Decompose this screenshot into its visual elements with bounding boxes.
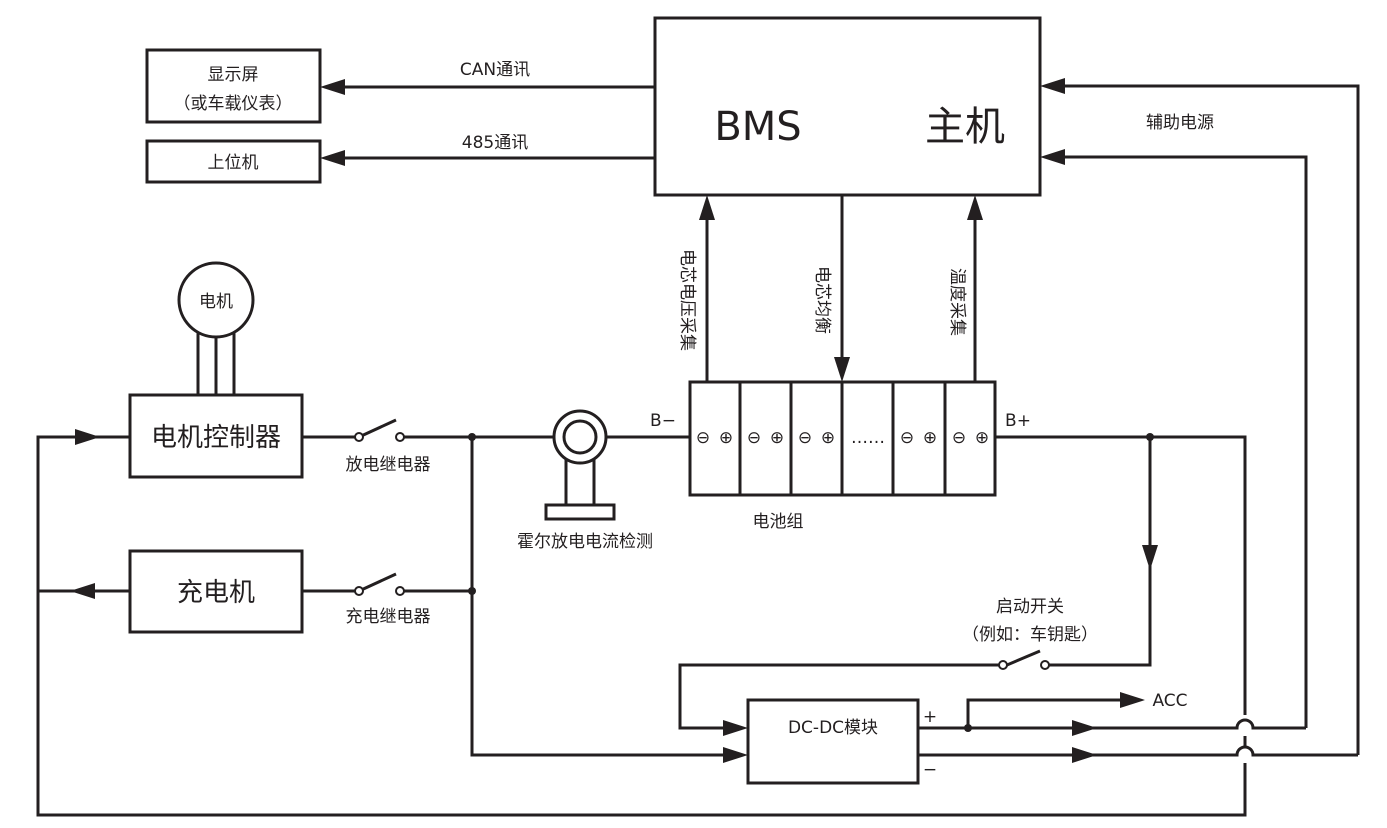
b-plus-label: B+ (1005, 411, 1031, 431)
aux-power-label: 辅助电源 (1146, 113, 1214, 133)
cells-ellipsis: …… (851, 428, 885, 448)
rs485-link: 485通讯 (320, 133, 655, 166)
display-box: 显示屏 （或车载仪表） (145, 48, 322, 124)
battery-pack: ⊖ ⊕ ⊖ ⊕ ⊖ ⊕ …… ⊖ ⊕ ⊖ ⊕ B− B+ 电池组 (650, 380, 1031, 532)
motor-controller-box: 电机控制器 (128, 393, 304, 479)
cell-2-positive: ⊕ (770, 428, 784, 448)
bms-label: BMS (714, 104, 801, 150)
cell-1-negative: ⊖ (696, 428, 710, 448)
hall-sensor: 霍尔放电电流检测 (517, 409, 653, 552)
start-switch-example: （例如：车钥匙） (962, 625, 1098, 645)
start-switch-label: 启动开关 (996, 597, 1064, 617)
hall-sensor-label: 霍尔放电电流检测 (517, 532, 653, 552)
charger-label: 充电机 (177, 578, 255, 608)
cell-6-positive: ⊕ (975, 428, 989, 448)
charger-box: 充电机 (128, 549, 304, 634)
discharge-relay-label: 放电继电器 (346, 455, 431, 475)
motor-label: 电机 (199, 292, 233, 312)
host-pc-label: 上位机 (208, 153, 259, 173)
cell-3-negative: ⊖ (798, 428, 812, 448)
host-pc-box: 上位机 (145, 139, 322, 184)
dcdc-minus-label: − (923, 760, 937, 780)
dcdc-plus-label: + (923, 707, 937, 727)
aux-power-links: 辅助电源 (1040, 78, 1360, 755)
charge-path: 充电继电器 (302, 437, 748, 763)
display-label: 显示屏 (208, 65, 259, 85)
dcdc-outputs: ACC (918, 691, 1358, 815)
cell-5-positive: ⊕ (923, 428, 937, 448)
cell-6-negative: ⊖ (952, 428, 966, 448)
motor: 电机 (177, 261, 255, 395)
rs485-label: 485通讯 (462, 133, 528, 153)
cell-balance-label: 电芯均衡 (812, 266, 832, 334)
charge-relay-label: 充电继电器 (346, 607, 431, 627)
discharge-relay-contact (395, 432, 405, 442)
display-sub-label: （或车载仪表） (174, 94, 293, 114)
discharge-path: 放电继电器 (302, 418, 690, 475)
temperature-link: 温度采集 (947, 195, 983, 382)
acc-label: ACC (1152, 691, 1187, 711)
b-minus-label: B− (650, 411, 676, 431)
bms-host-label: 主机 (925, 104, 1005, 150)
dcdc-label: DC-DC模块 (788, 718, 878, 738)
can-label: CAN通讯 (460, 60, 530, 80)
cell-voltage-link: 电芯电压采集 (677, 195, 715, 382)
discharge-relay-contact (354, 432, 364, 442)
cell-2-negative: ⊖ (747, 428, 761, 448)
cell-3-positive: ⊕ (821, 428, 835, 448)
cell-balance-link: 电芯均衡 (812, 195, 850, 382)
temperature-label: 温度采集 (947, 268, 967, 336)
start-switch[interactable]: 启动开关 （例如：车钥匙） (678, 437, 1158, 736)
cell-5-negative: ⊖ (900, 428, 914, 448)
cell-voltage-label: 电芯电压采集 (677, 249, 697, 351)
dcdc-module: DC-DC模块 + − (746, 698, 937, 785)
motor-controller-label: 电机控制器 (151, 423, 281, 453)
can-link: CAN通讯 (320, 60, 655, 95)
cell-1-positive: ⊕ (719, 428, 733, 448)
bms-box: BMS 主机 (653, 16, 1042, 197)
battery-pack-label: 电池组 (753, 512, 804, 532)
